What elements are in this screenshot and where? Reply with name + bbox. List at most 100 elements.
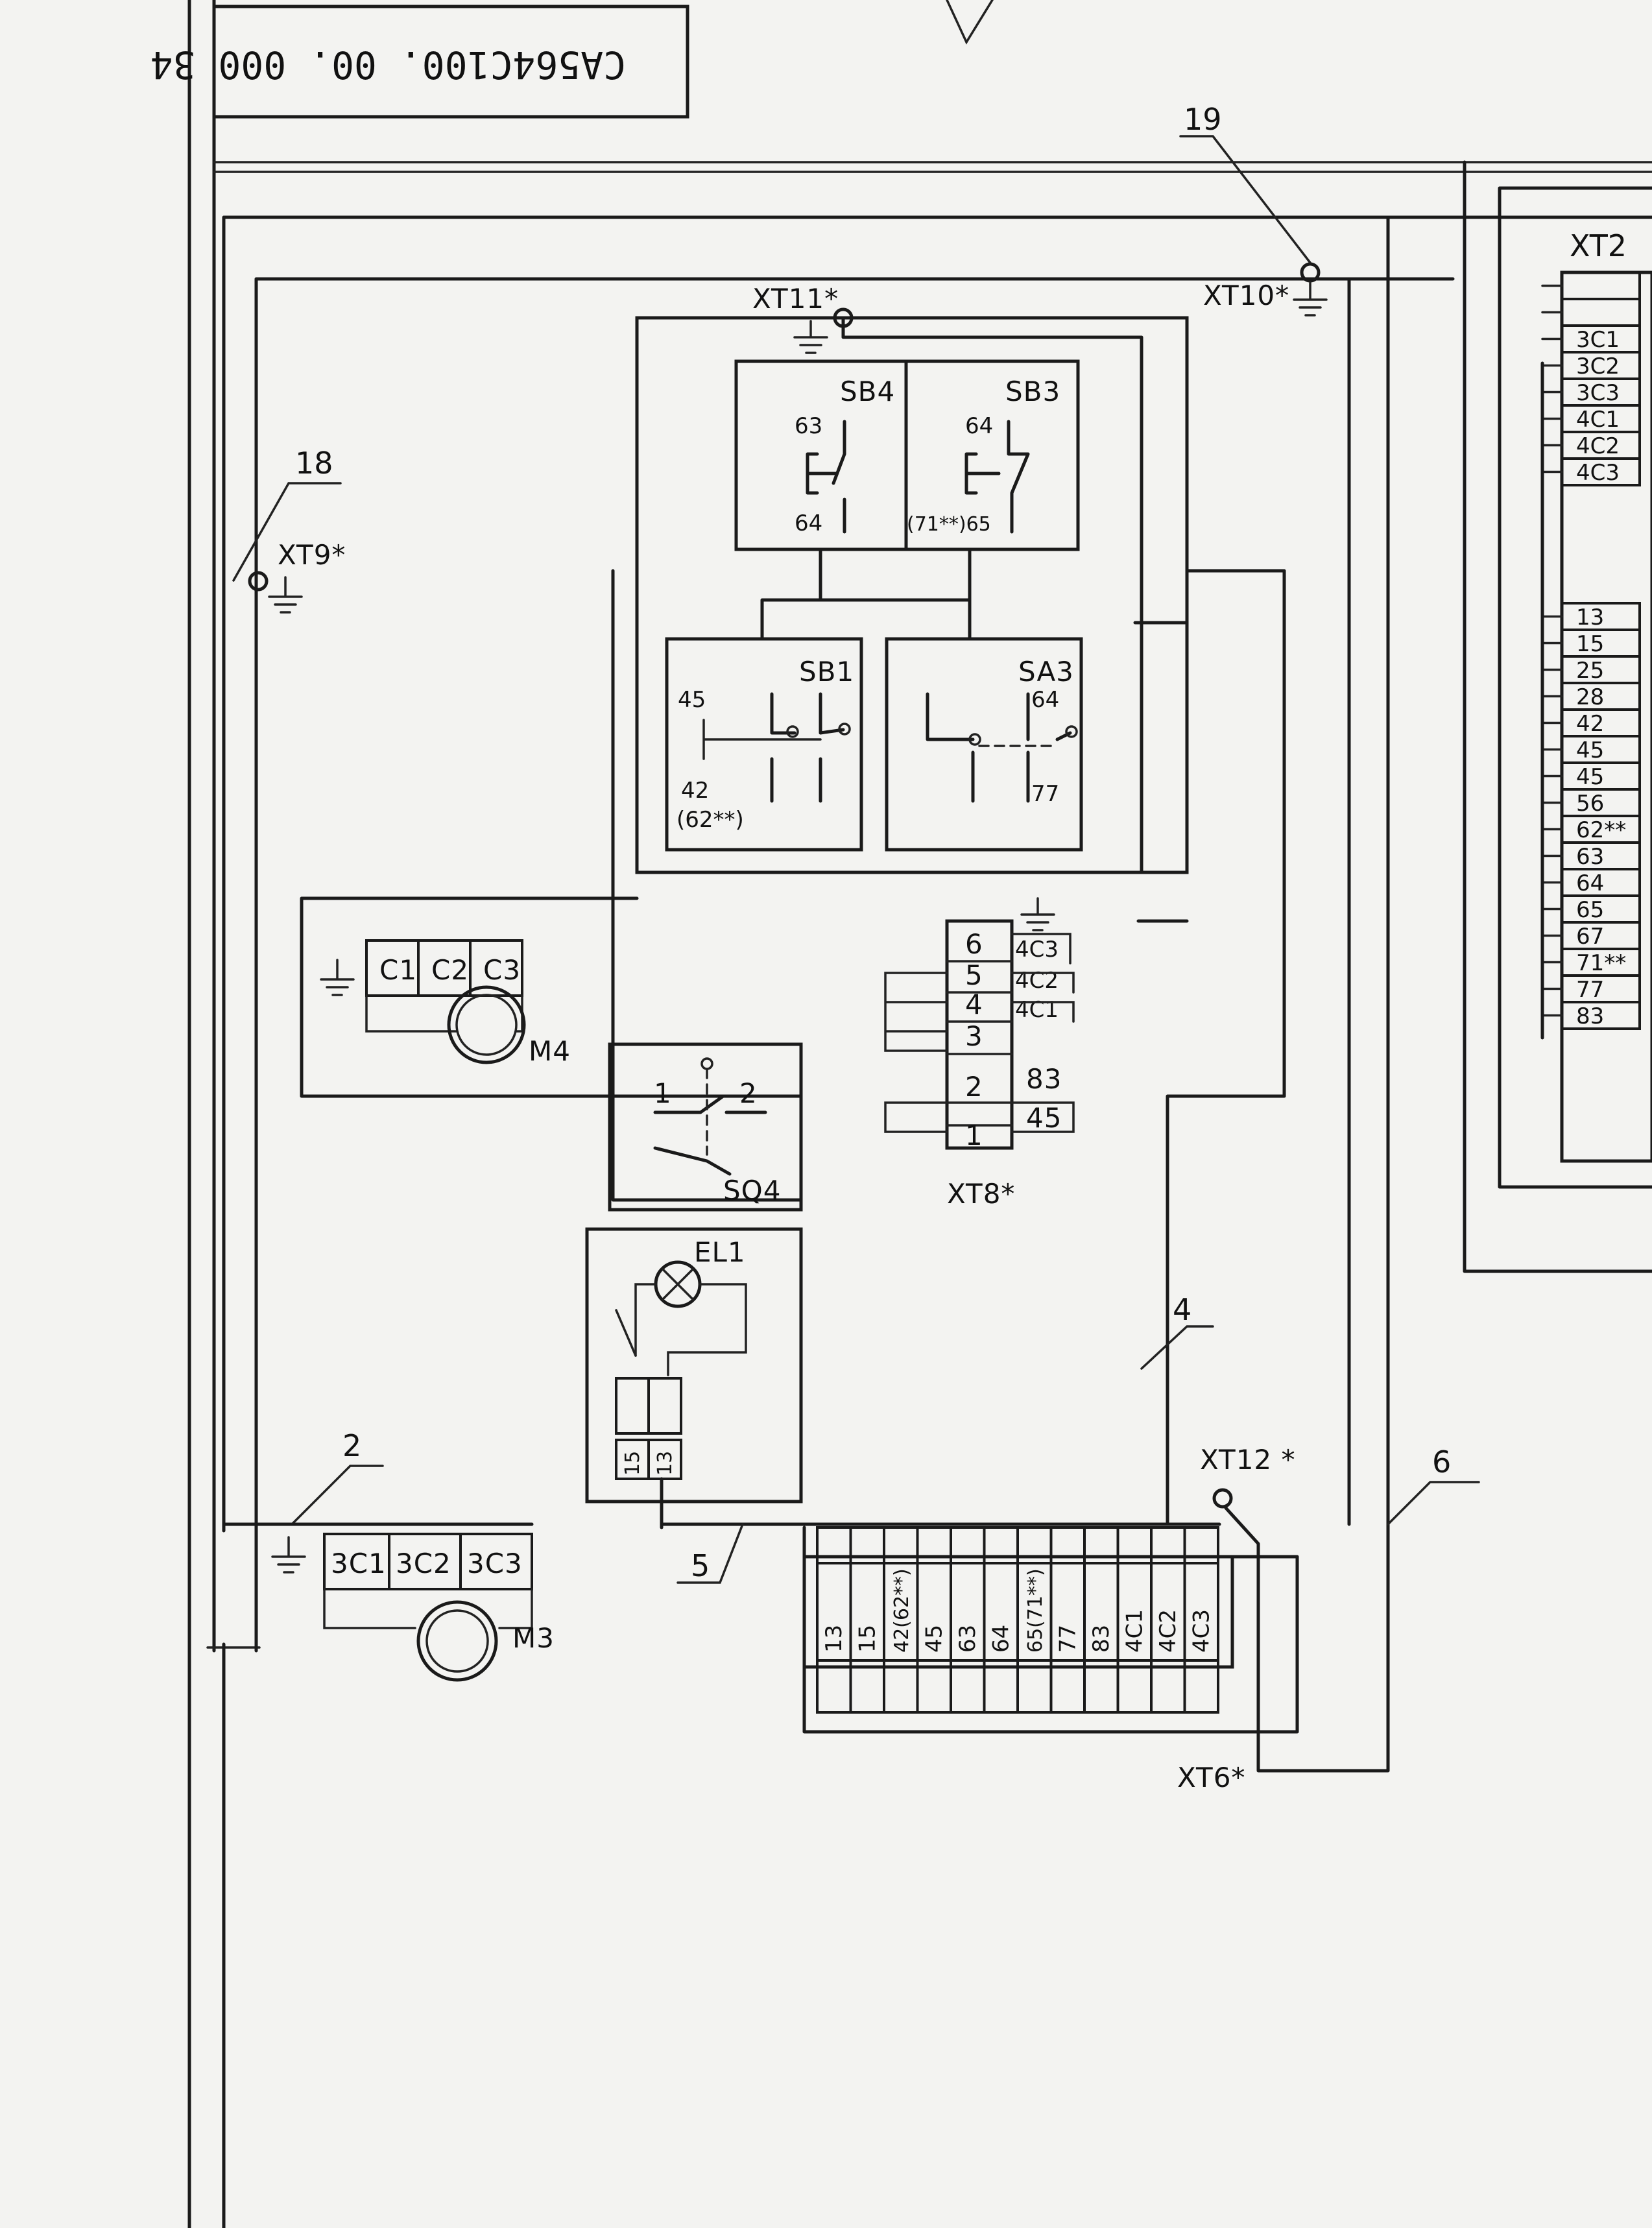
xt2-cell-label: 45 [1576, 764, 1604, 790]
xt2-cell-label: 3C2 [1576, 353, 1620, 379]
callout-leaders: 2 4 5 6 [291, 1292, 1480, 1584]
svg-text:13: 13 [654, 1451, 676, 1476]
motor-m4: C1 C2 C3 M4 [300, 896, 803, 1098]
svg-text:15: 15 [621, 1451, 644, 1476]
xt2-cell-label: 4C1 [1576, 407, 1620, 433]
xt2-cell-label: 4C2 [1576, 433, 1620, 459]
control-station [611, 316, 1286, 1526]
svg-text:77: 77 [1031, 781, 1059, 807]
svg-text:18: 18 [295, 446, 333, 481]
xt2-cell-label: 25 [1576, 658, 1604, 684]
svg-text:XT12 *: XT12 * [1200, 1444, 1295, 1476]
svg-text:3C1: 3C1 [331, 1548, 387, 1579]
xt2-cell-label: 42 [1576, 711, 1604, 737]
limit-switch-sq4: 1 2 SQ4 [608, 1042, 803, 1212]
svg-text:19: 19 [1184, 102, 1222, 137]
xt6-cell-label: 13 [821, 1625, 847, 1653]
terminal-block-xt8: 6 5 4 3 2 1 4C3 4C2 4C1 83 45 XT8* [884, 897, 1075, 1210]
svg-text:45: 45 [1026, 1102, 1062, 1134]
svg-text:64: 64 [795, 510, 822, 536]
svg-text:1: 1 [654, 1077, 672, 1109]
svg-text:42: 42 [681, 778, 709, 804]
svg-text:2: 2 [965, 1071, 983, 1103]
svg-text:3: 3 [965, 1020, 983, 1052]
xt6-cell-label: 15 [854, 1625, 880, 1653]
frame-wires [222, 160, 1652, 2228]
xt2-cell-label: 45 [1576, 737, 1604, 763]
switch-sb4: SB4 63 64 [734, 359, 908, 551]
xt2-cell-label: 3C1 [1576, 327, 1620, 353]
xt6-cell-label: 45 [921, 1625, 947, 1653]
svg-text:(62**): (62**) [676, 807, 744, 833]
svg-text:2: 2 [342, 1428, 361, 1463]
svg-text:4C2: 4C2 [1015, 968, 1059, 994]
ground-xt10: XT10* 19 [1179, 102, 1328, 317]
svg-text:64: 64 [965, 413, 993, 439]
svg-text:5: 5 [691, 1548, 710, 1583]
svg-text:63: 63 [795, 413, 822, 439]
terminal-block-xt2: XT2 3C13C23C34C14C24C3131525284245455662… [1540, 228, 1652, 1163]
xt6-cell-label: 83 [1088, 1625, 1114, 1653]
svg-text:83: 83 [1026, 1063, 1062, 1095]
xt6-cell-top [1183, 1526, 1219, 1564]
xt6-cell-label: 77 [1055, 1625, 1081, 1653]
sheet-frame [187, 0, 1652, 2228]
svg-text:C1: C1 [379, 954, 417, 986]
xt6-cell-label: 4C2 [1155, 1609, 1181, 1653]
svg-text:M4: M4 [529, 1035, 571, 1067]
switch-links [760, 547, 972, 641]
svg-text:1: 1 [965, 1120, 983, 1151]
motor-m3: 3C1 3C2 3C3 M3 [222, 1522, 555, 1682]
svg-text:SB3: SB3 [1005, 376, 1060, 407]
switch-sb3: SB3 64 (71**)65 [904, 359, 1080, 551]
ground-xt9: XT9* 18 [232, 446, 346, 614]
xt6-cell-label: 4C1 [1121, 1609, 1147, 1653]
xt2-cell-label: 71** [1576, 950, 1626, 976]
svg-text:XT8*: XT8* [947, 1178, 1015, 1210]
svg-text:SB4: SB4 [840, 376, 895, 407]
svg-text:45: 45 [678, 687, 706, 713]
svg-text:M3: M3 [512, 1622, 555, 1654]
xt2-cell-label: 13 [1576, 605, 1604, 630]
svg-text:XT11*: XT11* [752, 283, 839, 315]
svg-text:XT6*: XT6* [1177, 1762, 1245, 1793]
svg-text:EL1: EL1 [694, 1236, 746, 1268]
svg-text:XT2: XT2 [1570, 228, 1627, 263]
svg-text:6: 6 [965, 928, 983, 960]
svg-text:SA3: SA3 [1018, 656, 1074, 688]
xt2-cell-label: 65 [1576, 897, 1604, 923]
xt2-cell-label: 4C3 [1576, 460, 1620, 486]
svg-text:(71**)65: (71**)65 [907, 513, 991, 536]
lamp-el1: EL1 15 13 [585, 1227, 1221, 1529]
svg-text:C2: C2 [431, 954, 469, 986]
xt6-cell-label: 4C3 [1188, 1609, 1214, 1653]
xt2-cell-label: 28 [1576, 684, 1604, 710]
svg-text:4C3: 4C3 [1015, 937, 1059, 963]
xt2-cell-label: 64 [1576, 870, 1604, 896]
svg-text:5: 5 [965, 959, 983, 991]
xt2-cell-label: 62** [1576, 817, 1626, 843]
svg-text:4: 4 [965, 988, 983, 1020]
svg-text:SB1: SB1 [799, 656, 854, 688]
svg-text:XT9*: XT9* [278, 539, 346, 571]
xt2-cell-label: 77 [1576, 977, 1604, 1003]
svg-text:4: 4 [1173, 1292, 1191, 1327]
xt6-cell-label: 65(71**) [1024, 1568, 1047, 1653]
drawing-code: CA564C100. 00. 000 34 [150, 43, 626, 87]
xt2-cell-label: 67 [1576, 924, 1604, 950]
xt2-cell-label: 83 [1576, 1003, 1604, 1029]
svg-text:C3: C3 [483, 954, 521, 986]
xt2-cell-label: 15 [1576, 631, 1604, 657]
svg-text:3C2: 3C2 [396, 1548, 451, 1579]
xt2-cell-label: 56 [1576, 791, 1604, 817]
xt2-cell [1561, 271, 1641, 300]
xt6-cell-bottom [1183, 1659, 1219, 1714]
ground-xt11: XT11* [752, 283, 854, 354]
xt6-cell-label: 63 [955, 1625, 981, 1653]
svg-text:XT10*: XT10* [1203, 280, 1289, 311]
switch-sa3: SA3 64 77 [885, 637, 1083, 852]
switch-sb1: SB1 45 42 (62**) [665, 637, 863, 852]
